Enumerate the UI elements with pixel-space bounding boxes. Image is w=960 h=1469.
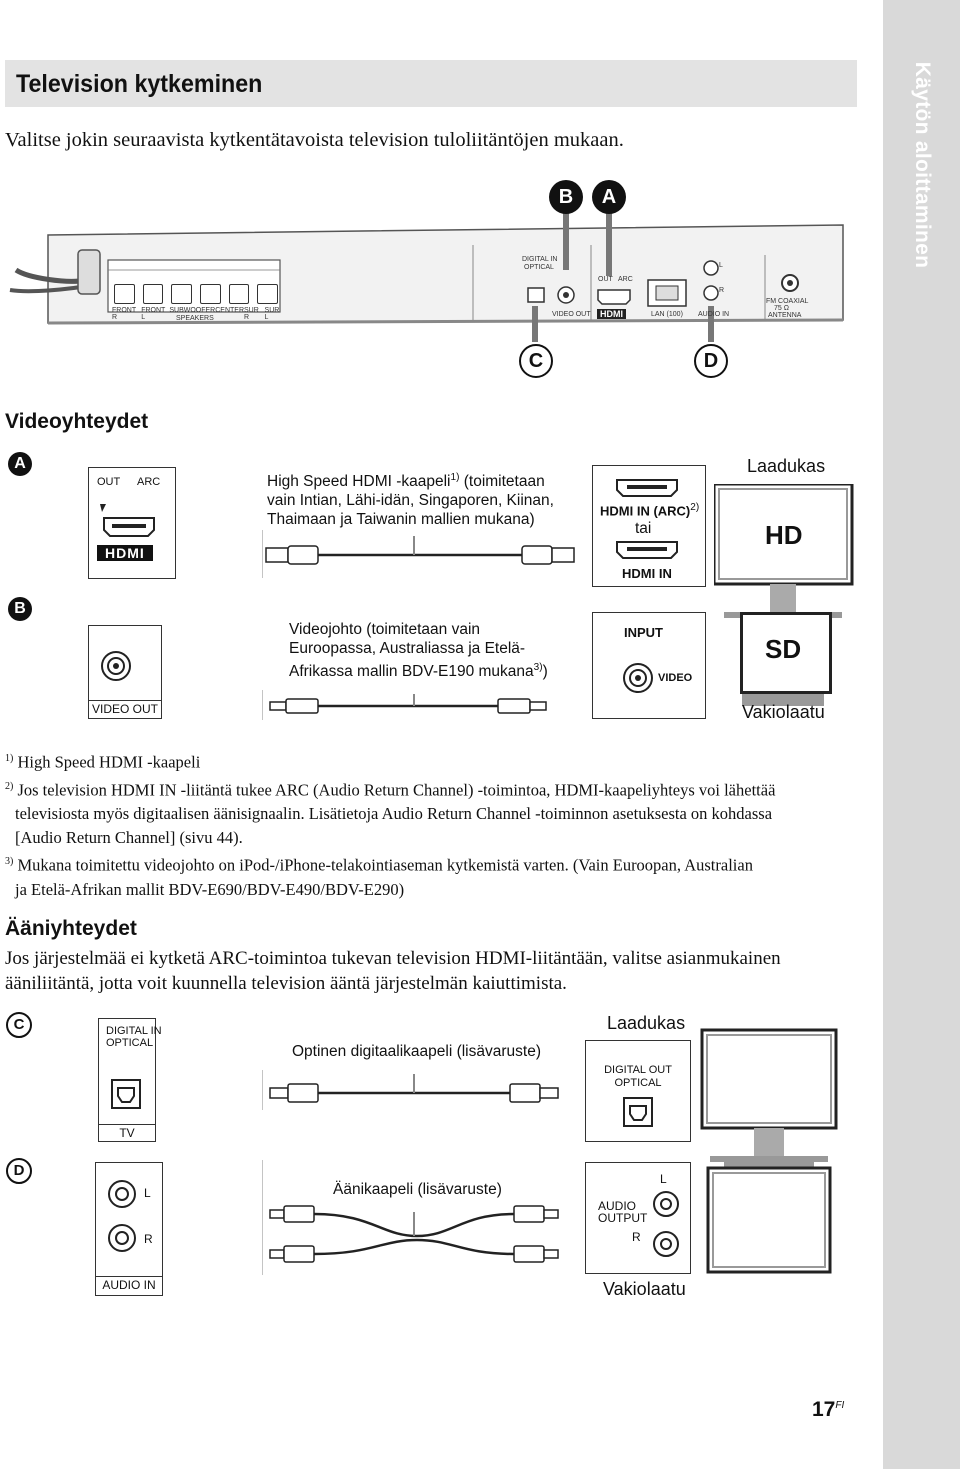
callout-c: C bbox=[519, 344, 553, 378]
footnote-1: 1) High Speed HDMI -kaapeli bbox=[5, 752, 201, 772]
speakers-label: SPEAKERS bbox=[176, 315, 214, 322]
speaker-label: SUBWOOFER bbox=[169, 307, 216, 314]
speaker-label: SUR L bbox=[264, 307, 280, 321]
quality-c: Laadukas bbox=[607, 1013, 686, 1033]
callout-b: B bbox=[549, 180, 583, 214]
rear-panel-diagram: FRONT R FRONT L SUBWOOFER CENTER SUR R S… bbox=[8, 180, 868, 380]
optical-port-label: DIGITAL IN OPTICAL bbox=[106, 1025, 162, 1049]
tv-hd-label: HD bbox=[765, 520, 803, 550]
callout-d: D bbox=[694, 344, 728, 378]
video-out-jack-icon bbox=[101, 651, 131, 681]
video-cable-icon bbox=[262, 690, 547, 720]
panel-optical: OPTICAL bbox=[524, 264, 554, 271]
hdmi-logo: HDMI bbox=[97, 545, 153, 561]
optical-tv-label: TV bbox=[98, 1124, 156, 1141]
title-bar bbox=[5, 60, 857, 107]
audio-in-label: AUDIO IN bbox=[95, 1276, 163, 1293]
hdmi-cable-caption: High Speed HDMI -kaapeli1) (toimitetaan … bbox=[267, 472, 554, 529]
panel-r: R bbox=[719, 287, 725, 294]
panel-out: OUT bbox=[598, 276, 613, 283]
panel-lan: LAN (100) bbox=[651, 311, 683, 318]
tv-audio-out-box bbox=[585, 1162, 691, 1274]
quality-hd: Laadukas bbox=[747, 456, 826, 476]
hdmi-cable-icon bbox=[262, 530, 575, 578]
speaker-label: CENTER bbox=[215, 307, 245, 314]
marker-d: D bbox=[6, 1158, 32, 1184]
tv-hdmi-in-arc-icon bbox=[616, 479, 678, 497]
audio-in-jacks-icon bbox=[108, 1180, 136, 1252]
tv-input-label: INPUT bbox=[624, 625, 663, 640]
panel-fm-coaxial: FM COAXIAL bbox=[766, 298, 809, 305]
video-out-label: VIDEO OUT bbox=[88, 700, 162, 718]
panel-arc: ARC bbox=[618, 276, 633, 283]
tv-port-hdmi-in: HDMI IN bbox=[622, 566, 672, 581]
panel-audio-in: AUDIO IN bbox=[698, 311, 730, 318]
tv-audio-jacks-icon bbox=[653, 1191, 679, 1257]
optical-cable-icon bbox=[262, 1070, 559, 1110]
tv-sd-screen bbox=[740, 612, 832, 694]
marker-a: A bbox=[8, 452, 32, 476]
marker-c: C bbox=[6, 1012, 32, 1038]
tv-hdmi-in-icon bbox=[616, 541, 678, 559]
panel-digital-in: DIGITAL IN bbox=[522, 256, 558, 263]
tv-audio-r: R bbox=[632, 1230, 641, 1244]
panel-ohm: 75 Ω bbox=[774, 305, 789, 312]
speaker-label: SUR R bbox=[244, 307, 259, 321]
tv-optical-jack-icon bbox=[623, 1097, 653, 1127]
footnotes: 1) High Speed HDMI -kaapeli 2) Jos telev… bbox=[5, 747, 865, 902]
optical-cable-caption: Optinen digitaalikaapeli (lisävaruste) bbox=[292, 1043, 541, 1060]
audio-in-l: L bbox=[144, 1186, 151, 1200]
panel-l: L bbox=[719, 262, 723, 269]
audio-tv-illustration bbox=[700, 1028, 838, 1274]
footnote-3: 3) Mukana toimitettu videojohto on iPod-… bbox=[5, 855, 753, 875]
speaker-label: FRONT R bbox=[112, 307, 136, 321]
video-cable-caption: Videojohto (toimitetaan vain Euroopassa,… bbox=[289, 621, 548, 681]
panel-antenna: ANTENNA bbox=[768, 312, 802, 319]
page-number: 17FI bbox=[812, 1398, 845, 1421]
hdmi-port-icon bbox=[100, 504, 155, 537]
audio-cable-caption: Äänikaapeli (lisävaruste) bbox=[333, 1181, 502, 1198]
optical-jack-icon bbox=[111, 1079, 141, 1109]
page-title: Television kytkeminen bbox=[16, 70, 263, 98]
side-tab-label: Käytön aloittaminen bbox=[910, 61, 934, 269]
intro-text: Valitse jokin seuraavista kytkentätavois… bbox=[5, 129, 624, 151]
footnote-2: 2) Jos television HDMI IN -liitäntä tuke… bbox=[5, 780, 776, 799]
audio-cable-icon bbox=[262, 1160, 559, 1275]
audio-heading: Ääniyhteydet bbox=[5, 917, 137, 940]
quality-d: Vakiolaatu bbox=[603, 1279, 686, 1299]
quality-sd: Vakiolaatu bbox=[742, 702, 825, 722]
speaker-label: FRONT L bbox=[141, 307, 166, 321]
panel-hdmi-logo: HDMI bbox=[597, 309, 626, 319]
tai-label: tai bbox=[635, 520, 652, 537]
tv-input-box bbox=[592, 612, 706, 719]
tv-audio-output-label: AUDIO OUTPUT bbox=[598, 1199, 648, 1225]
audio-intro: Jos järjestelmää ei kytketä ARC-toiminto… bbox=[5, 948, 781, 994]
callout-a: A bbox=[592, 180, 626, 214]
audio-in-r: R bbox=[144, 1232, 153, 1246]
panel-video-out: VIDEO OUT bbox=[552, 311, 591, 318]
video-heading: Videoyhteydet bbox=[5, 410, 149, 433]
tv-sd-label: SD bbox=[765, 634, 802, 664]
tv-video-label: VIDEO bbox=[658, 672, 693, 684]
tv-audio-l: L bbox=[660, 1172, 667, 1186]
marker-b: B bbox=[8, 597, 32, 621]
tv-optical-label: DIGITAL OUT OPTICAL bbox=[604, 1064, 672, 1089]
tv-video-jack-icon bbox=[623, 663, 653, 693]
side-tab bbox=[883, 0, 960, 1469]
port-out-label: OUT bbox=[97, 476, 121, 488]
port-arc-label: ARC bbox=[137, 476, 161, 488]
tv-port-hdmi-arc: HDMI IN (ARC)2) bbox=[600, 502, 700, 519]
